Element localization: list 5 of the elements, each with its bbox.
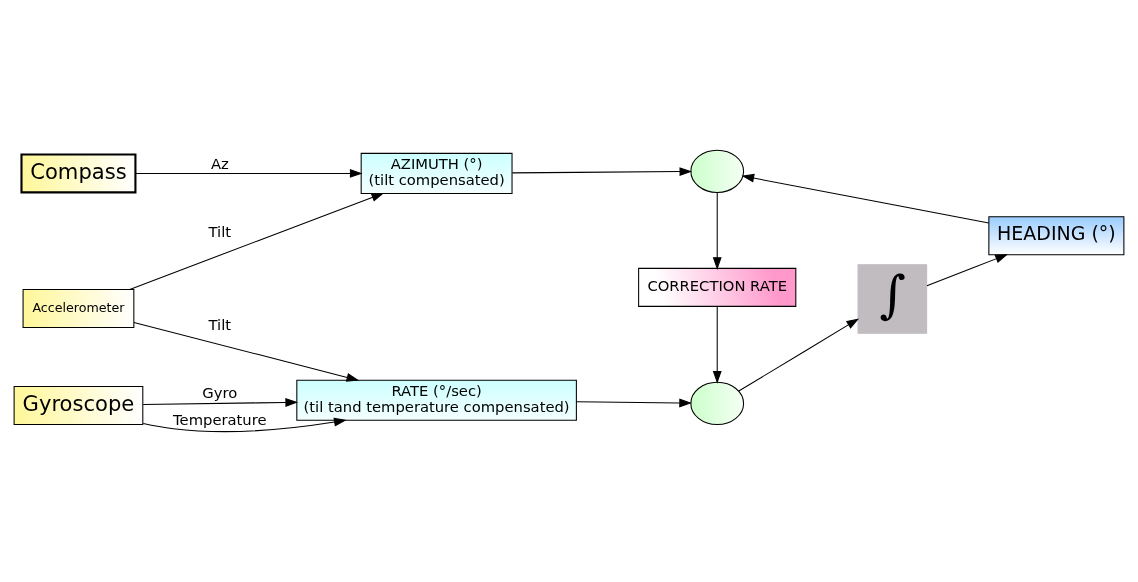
edge-label: Tilt <box>208 222 232 240</box>
edge-label: Tilt <box>208 315 232 333</box>
edge-label: Temperature <box>173 410 267 428</box>
edge-label: Az <box>210 155 229 173</box>
edge-label: Gyro <box>202 384 238 402</box>
